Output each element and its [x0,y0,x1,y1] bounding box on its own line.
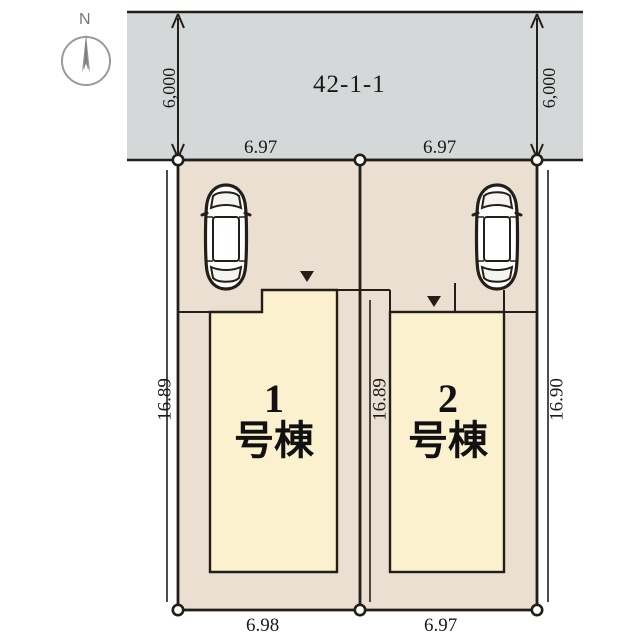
right-depth-label: 16.90 [546,378,568,421]
building-1-number: 1 [264,376,284,421]
building-2-suffix: 号棟 [408,418,488,464]
entrance-triangle-icon-lot-2 [427,296,441,307]
bottom-width-left-label: 6.98 [246,615,280,636]
car-top-view-icon-lot-1 [200,183,252,291]
car-top-view-icon-lot-2 [471,183,523,291]
building-2-footprint[interactable] [388,310,506,574]
building-1-suffix: 号棟 [234,418,314,464]
building-2-label: 2 号棟 [402,376,494,464]
north-arrow-icon [61,34,111,86]
road-width-left-label: 6,000 [159,67,179,109]
bottom-width-right-label: 6.97 [424,615,458,636]
compass-north-label: N [79,11,91,28]
building-2-number: 2 [438,376,458,421]
lot-interior-lines [178,283,537,572]
top-frontage-right-label: 6.97 [423,137,457,158]
building-1-label: 1 号棟 [228,376,320,464]
left-depth-label: 16.89 [154,378,176,421]
road-width-dimension-left [171,13,185,159]
road-parcel-label: 42-1-1 [313,71,386,98]
road-width-right-label: 6,000 [539,67,559,109]
middle-depth-label: 16.89 [369,378,391,421]
top-frontage-left-label: 6.97 [244,137,278,158]
entrance-triangle-icon-lot-1 [300,271,314,282]
